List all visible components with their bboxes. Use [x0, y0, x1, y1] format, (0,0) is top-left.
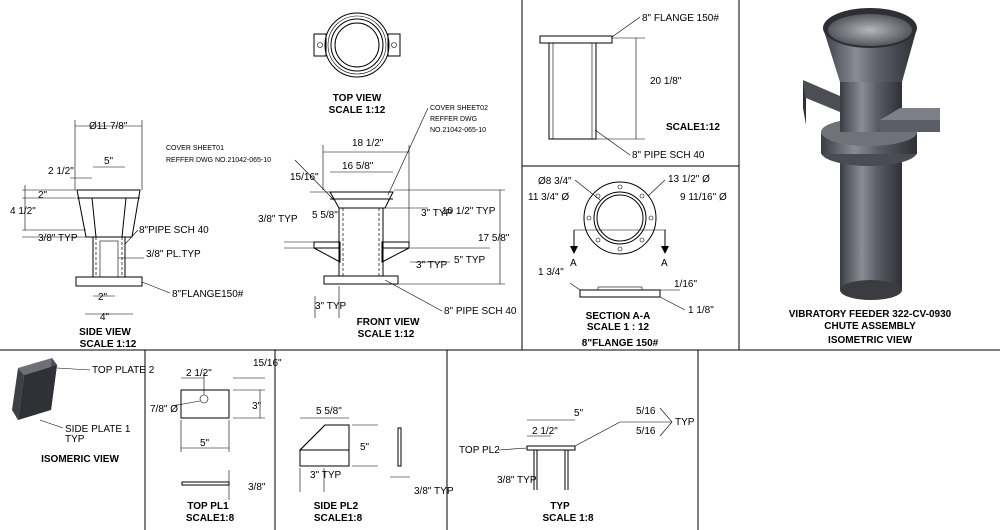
front-pipe-label: 8" PIPE SCH 40: [444, 306, 517, 317]
front-dim-10: 10 1/2" TYP: [442, 206, 496, 217]
iso-line2: CHUTE ASSEMBLY: [824, 321, 916, 332]
pipe-label: 8" PIPE SCH 40: [632, 150, 705, 161]
front-dim-18: 18 1/2": [352, 138, 384, 149]
flange-dim-1-3-4: 1 3/4": [538, 267, 564, 278]
side-view-scale: SCALE 1:12: [80, 339, 137, 350]
flange-dim-1-1-8: 1 1/8": [688, 305, 714, 316]
section-mark-a: A: [570, 258, 577, 269]
pl2-scale: SCALE1:8: [314, 513, 363, 524]
isometric-view: VIBRATORY FEEDER 322-CV-0930 CHUTE ASSEM…: [789, 8, 952, 346]
front-dim-3-8-typ: 3/8" TYP: [258, 214, 298, 225]
pl2-thk: 3/8" TYP: [414, 486, 454, 497]
cover1-a: COVER SHEET01: [166, 145, 224, 152]
side-dim-2: 2": [38, 190, 48, 201]
flange-section-label: SECTION A-A: [586, 311, 651, 322]
small-iso-title: ISOMERIC VIEW: [41, 454, 119, 465]
side-dim-5: 5": [104, 156, 114, 167]
side-view-title: SIDE VIEW: [79, 327, 131, 338]
front-dim-17: 17 5/8": [478, 233, 510, 244]
flange-detail: A A Ø8 3/4" 13 1/2" Ø 11 3/4" Ø 9 11/16"…: [528, 174, 727, 349]
cover2-a: COVER SHEET02: [430, 105, 488, 112]
front-dim-15-16: 15/16": [290, 172, 319, 183]
bolt-holes: [586, 184, 654, 252]
side-plate-typ: TYP: [65, 434, 85, 445]
front-dim-3-typ-c: 3" TYP: [315, 301, 346, 312]
front-dim-5-5-8: 5 5/8": [312, 210, 338, 221]
front-dim-16: 16 5/8": [342, 161, 374, 172]
cover1-b: REFFER DWG NO.21042-065-10: [166, 157, 271, 164]
side-dim-4: 4": [100, 312, 110, 323]
top-view-title: TOP VIEW: [333, 93, 382, 104]
cover2-b: REFFER DWG: [430, 116, 477, 123]
pl1-thk: 3/8": [248, 482, 266, 493]
top-plate-label: TOP PLATE 2: [92, 365, 155, 376]
pipe-scale: SCALE1:12: [666, 122, 720, 133]
typ-detail: 5" 2 1/2" TOP PL2 3/8" TYP 5/16 5/16 TYP…: [459, 406, 695, 524]
front-dim-3-typ-b: 3" TYP: [416, 260, 447, 271]
pl1-dim-3: 3": [252, 401, 262, 412]
side-dia-label: Ø11 7/8": [89, 121, 128, 132]
flange-dim-1-16: 1/16": [674, 279, 697, 290]
side-pl-typ: 3/8" PL.TYP: [146, 249, 201, 260]
flange-d3: 11 3/4" Ø: [528, 192, 569, 203]
iso-line3: ISOMETRIC VIEW: [828, 335, 912, 346]
typ-title: TYP: [550, 501, 570, 512]
side-flange-label: 8"FLANGE150#: [172, 289, 244, 300]
pl2-dim-5: 5": [360, 442, 370, 453]
side-view: Ø11 7/8" 5" 2 1/2" 2" 4 1/2" 3/8" TYP 8"…: [10, 120, 244, 350]
weld-typ: TYP: [675, 417, 695, 428]
side-dim-2b: 2": [98, 292, 108, 303]
iso-line1: VIBRATORY FEEDER 322-CV-0930: [789, 309, 952, 320]
flange-scale: SCALE 1 : 12: [587, 322, 650, 333]
typ-dim-2-1-2: 2 1/2": [532, 426, 558, 437]
pipe-detail: 8" FLANGE 150# 20 1/8" SCALE1:12 8" PIPE…: [539, 13, 720, 161]
pl2-dim-5-5-8: 5 5/8": [316, 406, 342, 417]
flange-d2: 13 1/2" Ø: [668, 174, 710, 185]
pl1-title: TOP PL1: [187, 501, 229, 512]
section-mark-a2: A: [661, 258, 668, 269]
pl1-dim-15-16: 15/16": [253, 358, 282, 369]
side-pl2: 5 5/8" 5" 3" TYP 3/8" TYP SIDE PL2 SCALE…: [298, 406, 454, 524]
side-dim-3-8-typ: 3/8" TYP: [38, 233, 78, 244]
top-view-scale: SCALE 1:12: [329, 105, 386, 116]
side-plate-label: SIDE PLATE 1: [65, 424, 131, 435]
weld-size-1: 5/16: [636, 406, 656, 417]
front-dim-3-typ: 3" TYP: [421, 208, 452, 219]
pl1-scale: SCALE1:8: [186, 513, 235, 524]
pl1-dia: 7/8" Ø: [150, 404, 178, 415]
flange-title: 8"FLANGE 150#: [582, 338, 659, 349]
pl2-title: SIDE PL2: [314, 501, 359, 512]
pipe-flange-label: 8" FLANGE 150#: [642, 13, 719, 24]
front-view-title: FRONT VIEW: [357, 317, 420, 328]
front-dim-5-typ: 5" TYP: [454, 255, 485, 266]
pipe-length: 20 1/8": [650, 76, 682, 87]
typ-top-pl2: TOP PL2: [459, 445, 500, 456]
flange-d1: Ø8 3/4": [538, 176, 572, 187]
typ-scale: SCALE 1:8: [542, 513, 594, 524]
typ-dim-3-8: 3/8" TYP: [497, 475, 537, 486]
side-dim-2-1-2: 2 1/2": [48, 166, 74, 177]
side-dim-4-1-2: 4 1/2": [10, 206, 36, 217]
pl1-dim-5: 5": [200, 438, 210, 449]
pl1-dim-2-1-2: 2 1/2": [186, 368, 212, 379]
cover2-c: NO.21042-065-10: [430, 127, 486, 134]
front-view-scale: SCALE 1:12: [358, 329, 415, 340]
flange-d4: 9 11/16" Ø: [680, 192, 727, 203]
front-view: 18 1/2" 16 5/8" 15/16" COVER SHEET01 REF…: [166, 105, 517, 340]
typ-dim-5: 5": [574, 408, 584, 419]
top-pl1: 2 1/2" 15/16" 3" 7/8" Ø 5" 3/8" TOP PL1 …: [150, 358, 282, 524]
weld-size-2: 5/16: [636, 426, 656, 437]
small-isomeric-view: TOP PLATE 2 SIDE PLATE 1 TYP ISOMERIC VI…: [12, 358, 155, 465]
side-pipe-label: 8"PIPE SCH 40: [139, 225, 209, 236]
pl2-dim-3: 3" TYP: [310, 470, 341, 481]
top-view: TOP VIEW SCALE 1:12: [313, 12, 401, 116]
